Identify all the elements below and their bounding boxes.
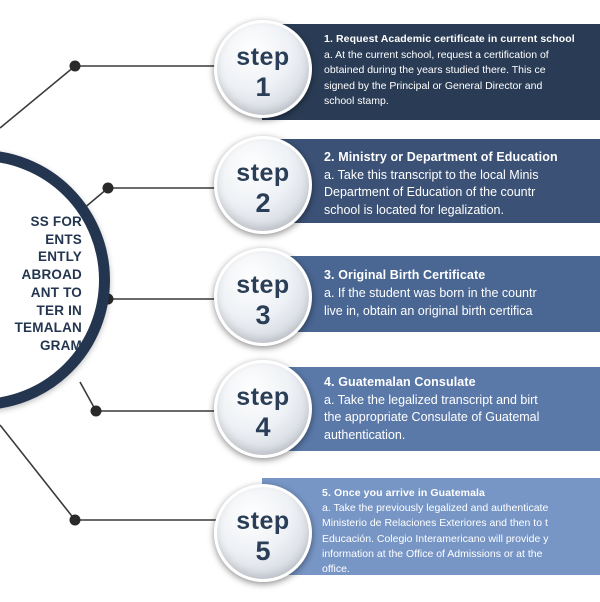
connector-line-1: [0, 65, 218, 129]
step-5-line: Ministerio de Relaciones Exteriores and …: [322, 517, 548, 530]
step-2-word: step: [236, 159, 290, 187]
step-2-title: 2. Ministry or Department of Education: [324, 150, 558, 164]
connector-line-4: [79, 381, 220, 412]
step-1-word: step: [236, 43, 290, 71]
hub-line: TEMALAN: [14, 320, 82, 336]
step-4-line: authentication.: [324, 427, 406, 442]
step-1-title: 1. Request Academic certificate in curre…: [324, 33, 575, 45]
step-2-number: 2: [255, 188, 271, 218]
step-1-number: 1: [255, 72, 271, 102]
connector-dot-1: [69, 60, 81, 72]
step-2-badge: step 2: [214, 136, 312, 234]
connector-dot-5: [69, 514, 81, 526]
hub-text: SS FOR ENTS ENTLY ABROAD ANT TO TER IN T…: [0, 213, 82, 355]
step-5-badge: step 5: [214, 484, 312, 582]
step-3-line: live in, obtain an original birth certif…: [324, 304, 533, 318]
step-2-line: school is located for legalization.: [324, 202, 504, 217]
step-3-title: 3. Original Birth Certificate: [324, 268, 486, 282]
step-3-number: 3: [255, 300, 271, 330]
step-2-line: Department of Education of the countr: [324, 185, 536, 199]
step-4-line: the appropriate Consulate of Guatemal: [324, 410, 540, 424]
step-5-number: 5: [255, 536, 271, 566]
step-2-banner: 2. Ministry or Department of Education a…: [262, 139, 600, 223]
step-1-line: school stamp.: [324, 95, 389, 107]
step-1-banner: 1. Request Academic certificate in curre…: [262, 24, 600, 120]
step-1-line: obtained during the years studied there.…: [324, 64, 546, 76]
step-2-line: a. Take this transcript to the local Min…: [324, 167, 539, 182]
hub-line: TER IN: [36, 302, 82, 318]
step-4-title: 4. Guatemalan Consulate: [324, 375, 476, 389]
step-5-title: 5. Once you arrive in Guatemala: [322, 487, 485, 499]
step-5-word: step: [236, 507, 290, 535]
step-5-line: a. Take the previously legalized and aut…: [322, 502, 549, 515]
step-4-badge: step 4: [214, 360, 312, 458]
step-1-badge: step 1: [214, 20, 312, 118]
connector-dot-2: [102, 182, 114, 194]
step-1-line: signed by the Principal or General Direc…: [324, 79, 543, 92]
step-4-word: step: [236, 383, 290, 411]
step-4-line: a. Take the legalized transcript and bir…: [324, 392, 538, 407]
hub-line: ENTLY: [37, 249, 82, 265]
step-1-line: a. At the current school, request a cert…: [324, 48, 549, 61]
hub-line: ENTS: [45, 231, 82, 247]
hub-line: SS FOR: [30, 214, 82, 229]
step-5-banner: 5. Once you arrive in Guatemala a. Take …: [262, 478, 600, 575]
step-3-badge: step 3: [214, 248, 312, 346]
step-4-banner: 4. Guatemalan Consulate a. Take the lega…: [262, 367, 600, 451]
step-5-line: Educación. Colegio Interamericano will p…: [322, 532, 549, 545]
step-5-line: office.: [322, 563, 350, 576]
hub-line: ABROAD: [21, 267, 82, 283]
step-5-line: information at the Office of Admissions …: [322, 547, 543, 560]
hub-line: ANT TO: [30, 284, 82, 300]
connector-dot-4: [90, 405, 102, 417]
step-3-word: step: [236, 271, 290, 299]
step-3-banner: 3. Original Birth Certificate a. If the …: [262, 256, 600, 332]
step-4-number: 4: [255, 412, 271, 442]
connector-line-5: [0, 424, 218, 521]
connector-group: [0, 60, 220, 526]
hub-line: GRAM: [39, 337, 82, 353]
step-3-line: a. If the student was born in the countr: [324, 286, 537, 300]
